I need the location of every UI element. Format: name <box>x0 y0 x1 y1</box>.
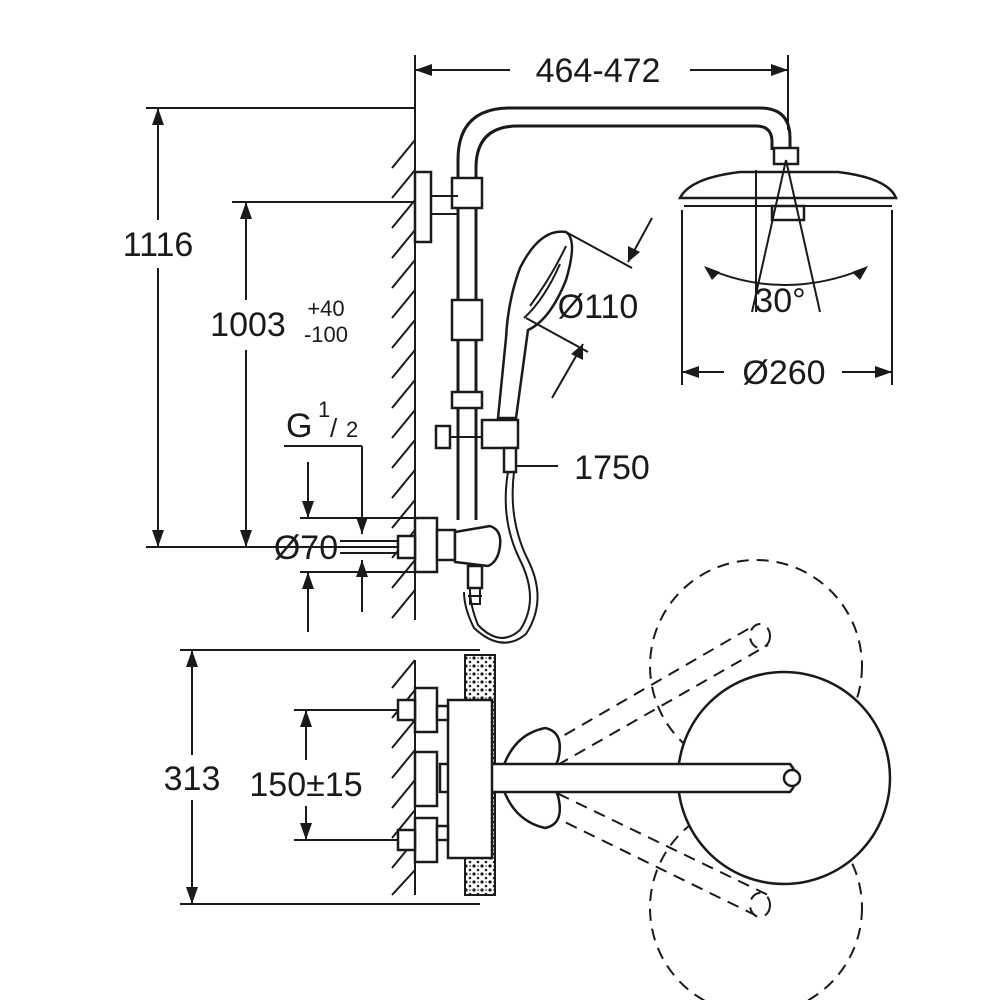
inlet-spacing-dimension: 150±15 <box>249 709 398 841</box>
bottom-height-dimension: 313 <box>164 649 480 905</box>
rosette-diameter-dimension: Ø70 <box>274 462 415 632</box>
hand-shower-diameter-dimension: Ø110 <box>525 217 653 399</box>
thread-dimension: G 1 / 2 <box>284 397 368 534</box>
hose-length-label: 1750 <box>574 449 650 487</box>
total-height-dimension: 1116 <box>123 107 415 548</box>
head-diameter-label: Ø260 <box>742 354 825 392</box>
tilt-angle-label: 30° <box>754 282 805 320</box>
hand-shower-diameter-label: Ø110 <box>558 288 639 326</box>
mount-height-label: 1003 <box>210 306 286 344</box>
riser-rail <box>413 106 792 520</box>
inlet-spacing-label: 150±15 <box>249 766 362 804</box>
overhead-shower-head: 30° <box>677 146 898 320</box>
thread-numerator: 1 <box>318 397 330 422</box>
shower-arm-top-view <box>438 762 802 794</box>
mount-height-dimension: 1003 +40 -100 <box>210 201 415 547</box>
mount-tolerance-plus: +40 <box>307 296 344 321</box>
reach-dimension: 464-472 <box>415 52 789 130</box>
thread-g-label: G <box>286 407 312 445</box>
hand-shower <box>434 230 574 474</box>
total-height-label: 1116 <box>123 226 194 264</box>
rosette-diameter-label: Ø70 <box>274 529 338 567</box>
bottom-height-label: 313 <box>164 760 221 798</box>
mount-tolerance-minus: -100 <box>304 322 348 347</box>
thread-denominator: 2 <box>346 417 358 442</box>
reach-label: 464-472 <box>536 52 661 90</box>
thermostat-front <box>340 516 502 605</box>
head-diameter-dimension: Ø260 <box>681 210 893 392</box>
shower-hose <box>463 471 539 644</box>
thermostat-top-view <box>396 686 494 864</box>
hose-length-dimension: 1750 <box>516 449 650 487</box>
thread-slash: / <box>330 413 338 443</box>
